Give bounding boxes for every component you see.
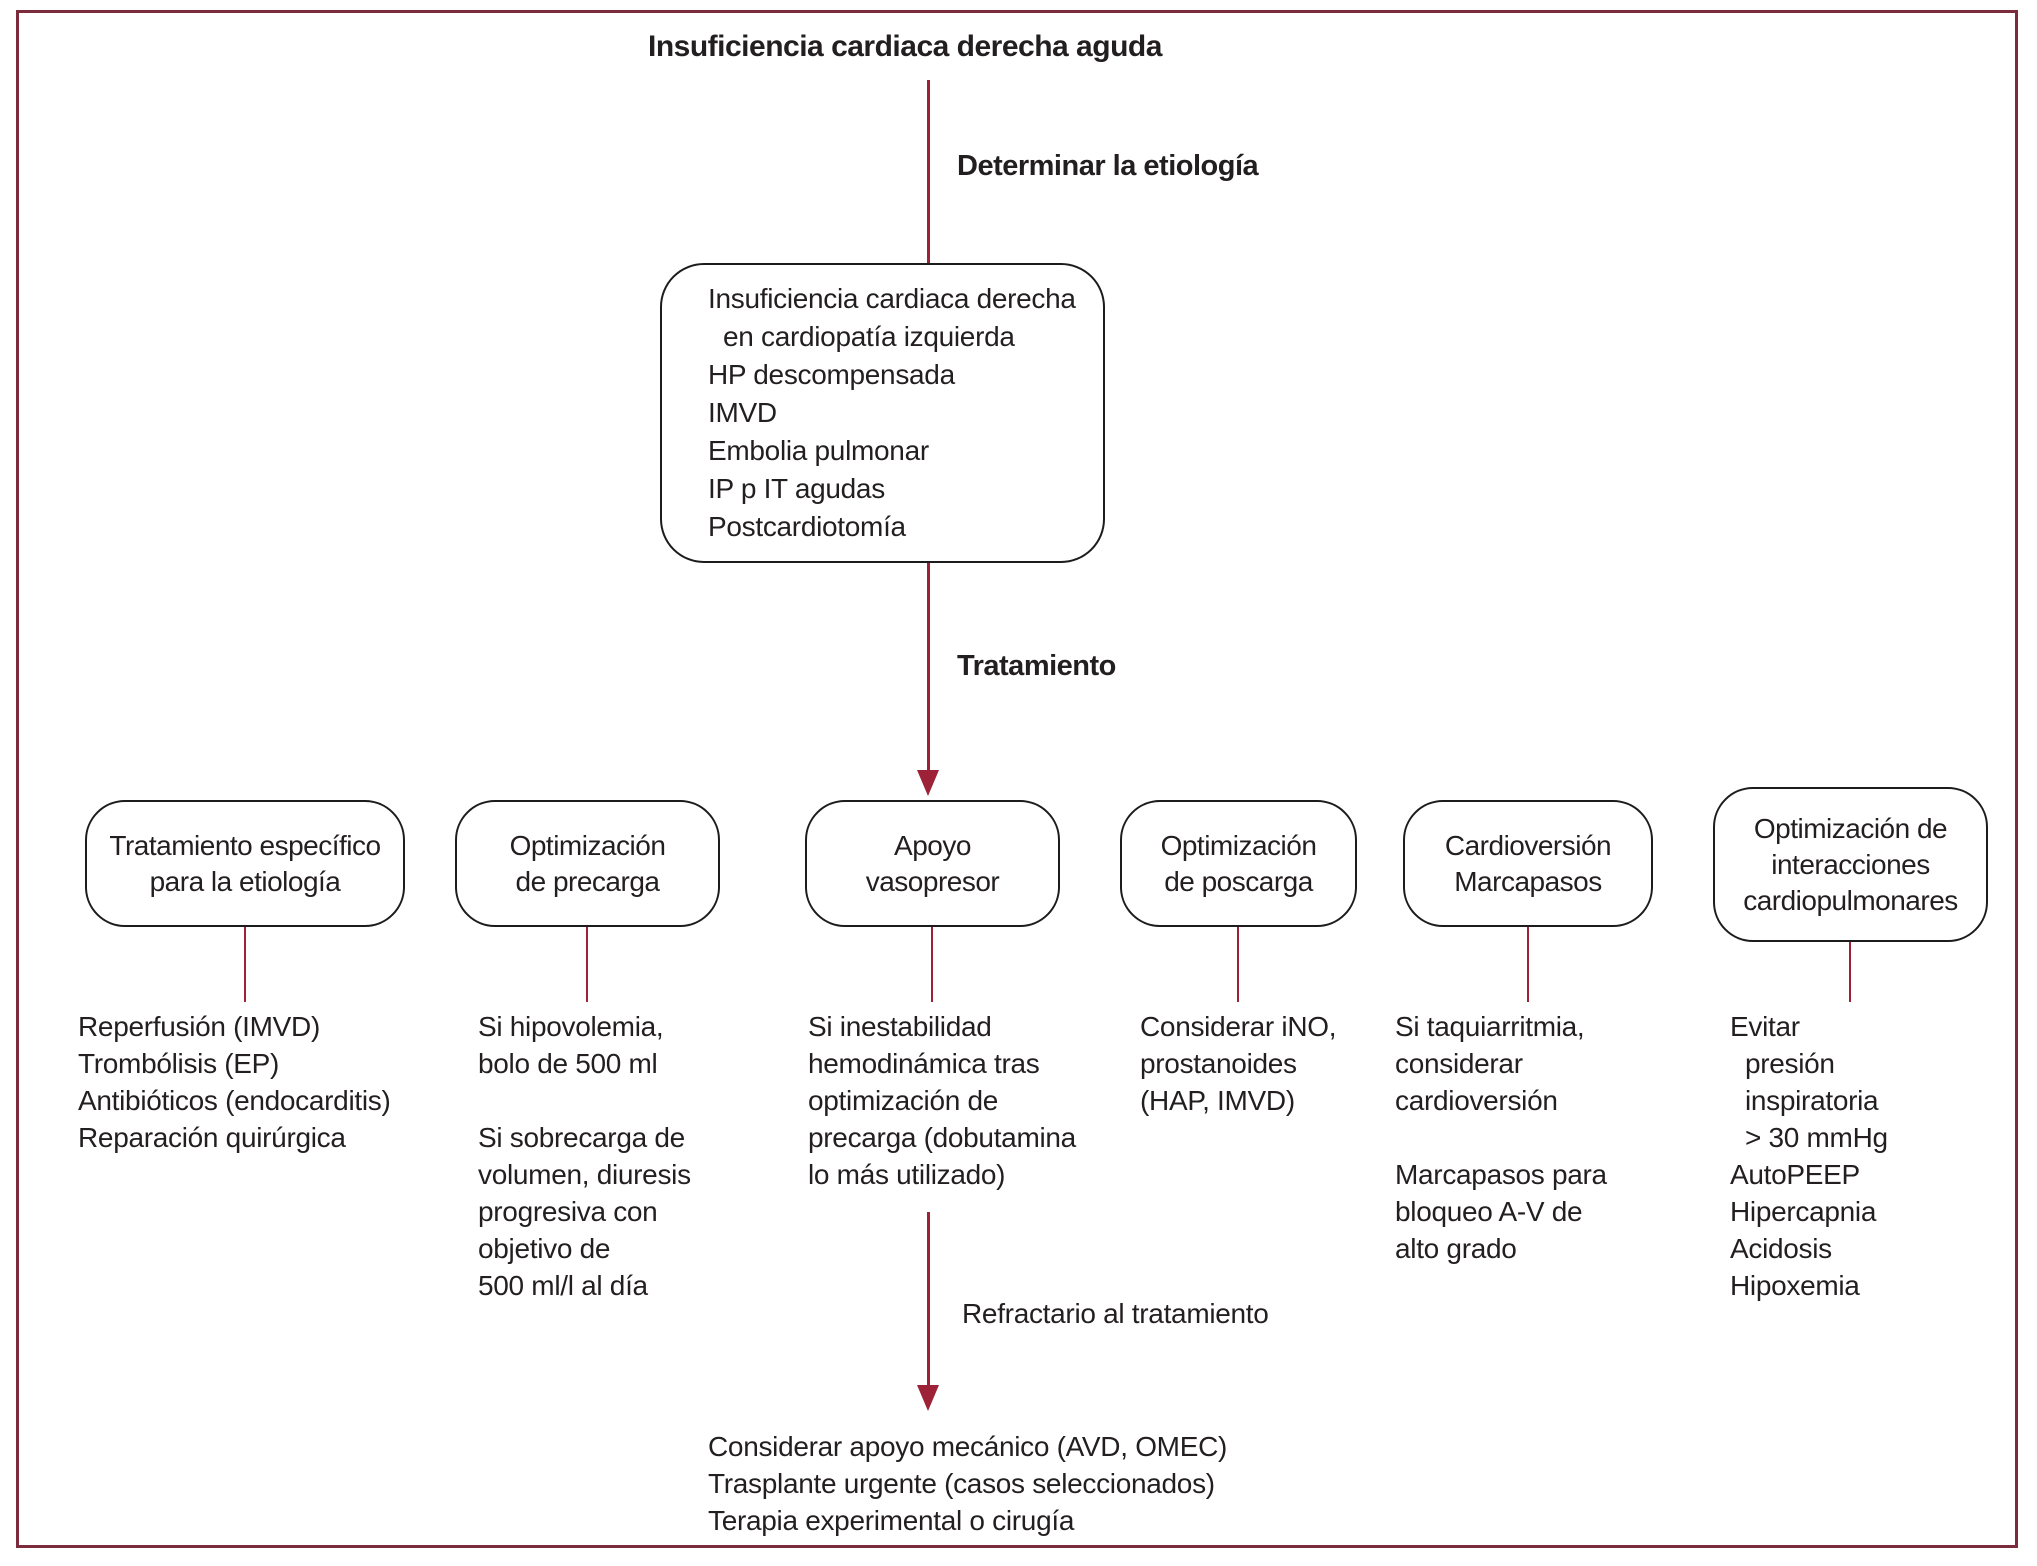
treatment-box-cardioversion: Cardioversión Marcapasos	[1403, 800, 1653, 927]
connector-box4-to-detail	[1237, 927, 1239, 1002]
treatment-box-label: Apoyo vasopresor	[865, 829, 1000, 897]
treatment-detail-etiologia: Reperfusión (IMVD) Trombólisis (EP) Anti…	[78, 1011, 391, 1153]
arrow-down-icon	[917, 770, 939, 796]
treatment-box-poscarga: Optimización de poscarga	[1120, 800, 1357, 927]
treatment-box-label: Optimización de poscarga	[1160, 829, 1317, 897]
connector-etiology-to-treatments	[927, 563, 930, 771]
treatment-detail-vasopresor: Si inestabilidad hemodinámica tras optim…	[808, 1011, 1076, 1190]
treatment-detail-interacciones: Evitar presión inspiratoria > 30 mmHg Au…	[1730, 1011, 1888, 1301]
treatment-box-etiologia: Tratamiento específico para la etiología	[85, 800, 405, 927]
etiology-text: Insuficiencia cardiaca derecha en cardio…	[708, 283, 1076, 542]
treatment-box-precarga: Optimización de precarga	[455, 800, 720, 927]
diagram-title: Insuficiencia cardiaca derecha aguda	[648, 30, 1162, 63]
connector-box3-to-detail	[931, 927, 933, 1002]
treatment-box-label: Tratamiento específico para la etiología	[109, 829, 381, 897]
connector-refractory	[927, 1212, 930, 1386]
treatment-box-label: Cardioversión Marcapasos	[1444, 829, 1612, 897]
connector-title-to-etiology	[927, 80, 930, 263]
label-tratamiento: Tratamiento	[957, 650, 1116, 682]
arrow-down-icon	[917, 1385, 939, 1411]
treatment-detail-precarga: Si hipovolemia, bolo de 500 ml Si sobrec…	[478, 1011, 691, 1301]
label-determinar-etiologia: Determinar la etiología	[957, 150, 1259, 182]
connector-box1-to-detail	[244, 927, 246, 1002]
treatment-box-interacciones: Optimización de interacciones cardiopulm…	[1713, 787, 1988, 942]
outer-border	[16, 10, 2018, 1548]
treatment-box-label: Optimización de interacciones cardiopulm…	[1743, 812, 1958, 916]
connector-box6-to-detail	[1849, 942, 1851, 1002]
treatment-detail-cardioversion: Si taquiarritmia, considerar cardioversi…	[1395, 1011, 1607, 1264]
label-refractario: Refractario al tratamiento	[962, 1298, 1269, 1329]
treatment-detail-poscarga: Considerar iNO, prostanoides (HAP, IMVD)	[1140, 1011, 1337, 1116]
connector-box2-to-detail	[586, 927, 588, 1002]
outcome-text: Considerar apoyo mecánico (AVD, OMEC) Tr…	[708, 1431, 1228, 1536]
treatment-box-vasopresor: Apoyo vasopresor	[805, 800, 1060, 927]
connector-box5-to-detail	[1527, 927, 1529, 1002]
etiology-box: Insuficiencia cardiaca derecha en cardio…	[660, 263, 1105, 563]
treatment-box-label: Optimización de precarga	[509, 829, 666, 897]
